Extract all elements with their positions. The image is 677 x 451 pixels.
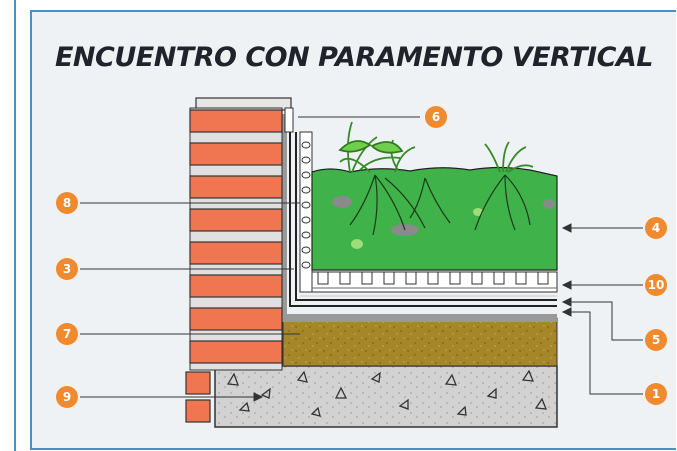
drainage-layer (299, 131, 558, 293)
callout-7-label: 7 (63, 327, 71, 341)
callout-3: 3 (56, 258, 78, 280)
callout-10: 10 (645, 274, 667, 296)
left-edge-line (14, 0, 16, 451)
callout-7: 7 (56, 323, 78, 345)
callout-9: 9 (56, 386, 78, 408)
vegetation-soil-layer (311, 166, 558, 271)
callout-5-label: 5 (652, 333, 660, 347)
callout-8: 8 (56, 192, 78, 214)
left-edge-strip (0, 0, 18, 451)
callout-10-label: 10 (648, 278, 665, 292)
waterproof-membranes (279, 114, 557, 322)
concrete-slab (214, 365, 558, 428)
plants (338, 121, 534, 173)
callout-6: 6 (425, 106, 447, 128)
callout-4-label: 4 (652, 221, 660, 235)
callout-6-label: 6 (432, 110, 440, 124)
brick-wall (185, 97, 294, 423)
callout-5: 5 (645, 329, 667, 351)
callout-1-label: 1 (652, 387, 660, 401)
leader-lines (80, 116, 643, 402)
callout-8-label: 8 (63, 196, 71, 210)
callout-1: 1 (645, 383, 667, 405)
callout-9-label: 9 (63, 390, 71, 404)
diagram-title: ENCUENTRO CON PARAMENTO VERTICAL (54, 42, 654, 73)
substrate-layer (282, 317, 558, 367)
callout-3-label: 3 (63, 262, 71, 276)
callout-4: 4 (645, 217, 667, 239)
